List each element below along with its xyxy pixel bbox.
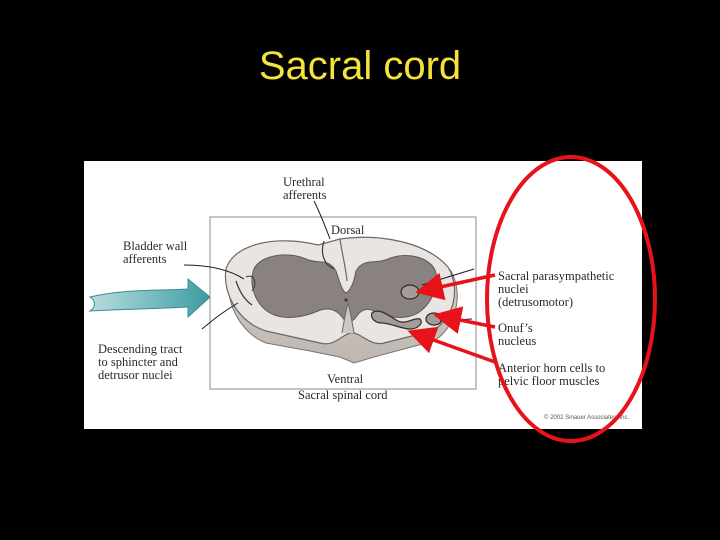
descending-tract-arrow: [88, 277, 211, 319]
bladder-wall-afferents-label: Bladder wall afferents: [123, 239, 188, 266]
sacral-parasympathetic-label: Sacral parasympathetic nuclei (detrusomo…: [498, 269, 615, 309]
arrow-onufs: [433, 306, 496, 334]
descending-pointer: [201, 302, 239, 330]
arrow-parasympathetic: [415, 272, 496, 301]
spinal-cord-diagram: [88, 200, 477, 390]
onufs-nucleus-region: [371, 310, 422, 330]
urethral-pointer: [313, 200, 331, 240]
figure-caption: Sacral spinal cord: [298, 388, 388, 402]
central-canal: [344, 298, 348, 302]
urethral-afferents-label: Urethral afferents: [283, 175, 327, 202]
inset-frame: [209, 216, 477, 390]
dorsal-horn-outline: [321, 240, 335, 270]
bladder-pointer: [183, 264, 245, 280]
descending-tract-label: Descending tract to sphincter and detrus…: [98, 342, 183, 382]
arrow-anterior-horn: [407, 326, 496, 364]
onufs-nucleus-label: Onuf’s nucleus: [498, 321, 537, 348]
highlight-ellipse: [485, 155, 657, 443]
spinal-cord-figure: Urethral afferents Dorsal Bladder wall a…: [84, 161, 642, 429]
ventral-label: Ventral: [327, 372, 364, 386]
anterior-horn-label: Anterior horn cells to pelvic floor musc…: [498, 361, 606, 388]
dorsal-label: Dorsal: [331, 223, 365, 237]
copyright-text: © 2002 Sinauer Associates, Inc.: [544, 415, 630, 421]
slide-title: Sacral cord: [258, 44, 462, 88]
